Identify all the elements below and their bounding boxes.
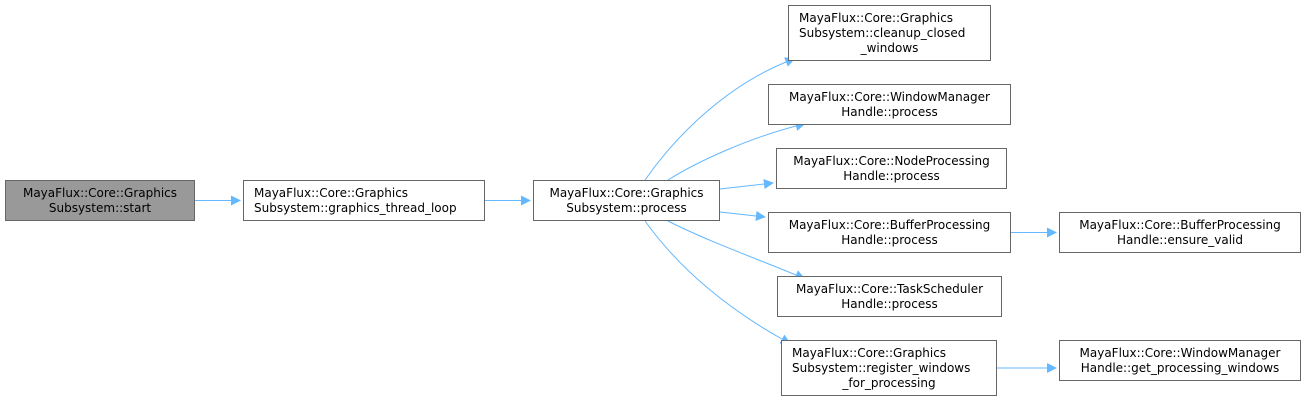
node-label-line: _windows — [860, 40, 919, 55]
node-label-line: Subsystem::start — [48, 200, 152, 215]
node-process[interactable]: MayaFlux::Core::Graphics Subsystem::proc… — [533, 180, 720, 221]
node-label-line: MayaFlux::Core::WindowManager — [1079, 345, 1281, 360]
node-label-line: Handle::process — [841, 232, 938, 247]
node-label-line: MayaFlux::Core::Graphics — [549, 185, 704, 200]
node-nodeprocessing-process[interactable]: MayaFlux::Core::NodeProcessing Handle::p… — [776, 148, 1007, 189]
node-register-windows-for-processing[interactable]: MayaFlux::Core::Graphics Subsystem::regi… — [781, 340, 997, 396]
node-label-line: MayaFlux::Core::Graphics — [799, 10, 954, 25]
node-label-line: Handle::ensure_valid — [1116, 232, 1244, 247]
node-bufferprocessing-process[interactable]: MayaFlux::Core::BufferProcessing Handle:… — [768, 212, 1011, 253]
node-label-line: MayaFlux::Core::TaskScheduler — [795, 281, 984, 296]
edge-process-to-register_windows — [644, 220, 791, 344]
node-graphics-thread-loop[interactable]: MayaFlux::Core::Graphics Subsystem::grap… — [243, 180, 485, 221]
node-windowmanager-get-processing-windows[interactable]: MayaFlux::Core::WindowManager Handle::ge… — [1059, 340, 1301, 381]
node-label-line: Subsystem::cleanup_closed — [799, 25, 966, 40]
node-label-line: Handle::process — [841, 104, 938, 119]
node-label-line: _for_processing — [842, 375, 936, 390]
node-label-line: MayaFlux::Core::BufferProcessing — [788, 217, 991, 232]
node-label-line: Handle::process — [841, 296, 938, 311]
node-label-line: MayaFlux::Core::WindowManager — [789, 89, 990, 104]
node-taskscheduler-process[interactable]: MayaFlux::Core::TaskScheduler Handle::pr… — [777, 276, 1002, 317]
node-label-line: MayaFlux::Core::Graphics — [792, 345, 947, 360]
edge-process-to-np_process — [719, 179, 774, 190]
node-label-line: MayaFlux::Core::Graphics — [22, 185, 178, 200]
edge-process-to-wm_process — [667, 121, 806, 181]
node-windowmanager-process[interactable]: MayaFlux::Core::WindowManager Handle::pr… — [768, 84, 1011, 125]
edge-process-to-ts_process — [667, 220, 806, 280]
node-bufferprocessing-ensure-valid[interactable]: MayaFlux::Core::BufferProcessing Handle:… — [1059, 212, 1301, 253]
node-label-line: Handle::get_processing_windows — [1080, 360, 1280, 375]
node-cleanup-closed-windows[interactable]: MayaFlux::Core::Graphics Subsystem::clea… — [788, 5, 991, 61]
node-label-line: MayaFlux::Core::BufferProcessing — [1079, 217, 1281, 232]
node-label-line: MayaFlux::Core::Graphics — [254, 185, 409, 200]
edge-process-to-cleanup_closed_windows — [644, 57, 796, 181]
node-start: MayaFlux::Core::Graphics Subsystem::star… — [5, 180, 195, 221]
node-label-line: MayaFlux::Core::NodeProcessing — [793, 153, 990, 168]
node-label-line: Subsystem::process — [566, 200, 687, 215]
edge-process-to-bp_process — [719, 211, 766, 221]
node-label-line: Handle::process — [843, 168, 940, 183]
node-label-line: Subsystem::register_windows — [792, 360, 971, 375]
node-label-line: Subsystem::graphics_thread_loop — [254, 200, 457, 215]
